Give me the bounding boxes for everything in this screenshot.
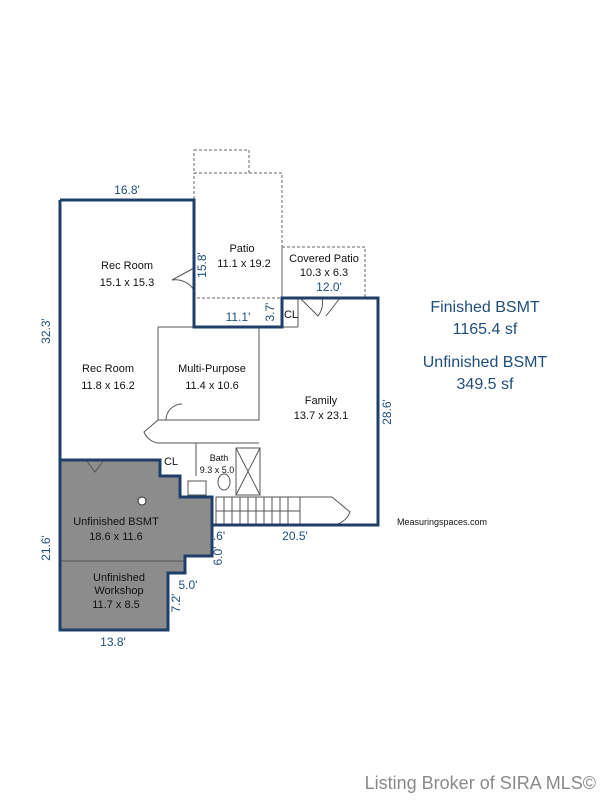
patio-step-outline <box>193 149 250 174</box>
finished-label: Finished BSMT <box>430 299 540 316</box>
stairs <box>215 496 332 526</box>
room-name-rec-lower: Rec Room <box>82 363 134 375</box>
toilet <box>217 473 231 491</box>
room-name-family: Family <box>305 395 338 407</box>
door-swing-unfinished <box>85 459 105 473</box>
dimension-patio-side: 15.8' <box>195 252 209 278</box>
door-swing-multi-b <box>165 403 183 421</box>
unfinished-label: Unfinished BSMT <box>423 354 548 371</box>
room-size-covered-patio: 10.3 x 6.3 <box>300 267 348 279</box>
door-swing-multi <box>143 419 159 444</box>
room-size-unfinished-bsmt: 18.6 x 11.6 <box>89 531 143 543</box>
room-size-rec-lower: 11.8 x 16.2 <box>81 380 135 392</box>
room-size-rec-upper: 15.1 x 15.3 <box>100 277 154 289</box>
dimension-workshop-notch: 5.0' <box>179 578 198 592</box>
dimension-left-lower: 21.6' <box>39 535 53 561</box>
dimension-patio-bottom: 11.1' <box>226 310 251 324</box>
patio-outline <box>193 172 283 299</box>
door-swing-rec-upper <box>171 267 195 291</box>
dimension-top: 16.8' <box>114 183 140 197</box>
unfinished-area <box>60 460 212 630</box>
room-size-multi-purpose: 11.4 x 10.6 <box>185 380 239 392</box>
room-name-closet-left: CL <box>164 456 178 468</box>
finished-area: 1165.4 sf <box>453 321 518 338</box>
dimension-left-upper: 32.3' <box>39 318 53 344</box>
room-name-closet-top: CL <box>284 309 298 321</box>
dimension-covered-bottom: 12.0' <box>316 280 342 294</box>
dimension-bottom-left: 13.8' <box>100 635 126 649</box>
dimension-notch-small: .6' <box>213 529 225 543</box>
room-name-covered-patio: Covered Patio <box>289 253 359 265</box>
utility-circle <box>137 496 147 506</box>
room-name-bath: Bath <box>210 453 229 463</box>
room-name-workshop-line1: Unfinished <box>93 572 145 584</box>
shower <box>235 447 261 496</box>
room-size-family: 13.7 x 23.1 <box>294 410 348 422</box>
room-name-unfinished-bsmt: Unfinished BSMT <box>73 516 159 528</box>
unfinished-boundary-walls <box>60 458 214 525</box>
listing-broker-footer: Listing Broker of SIRA MLS© <box>364 773 596 793</box>
multi-purpose-walls <box>157 327 260 421</box>
door-swing-closet <box>299 297 323 317</box>
dimension-right: 28.6' <box>380 399 394 425</box>
room-size-bath: 9.3 x 5.0 <box>200 465 235 475</box>
dimension-step: 3.7' <box>263 303 277 322</box>
dimension-notch-vertical: 6.0' <box>211 547 225 566</box>
room-name-patio: Patio <box>229 243 254 255</box>
room-name-workshop-line2: Workshop <box>94 585 143 597</box>
room-name-rec-upper: Rec Room <box>101 260 153 272</box>
dimension-workshop-side: 7.2' <box>169 594 183 613</box>
unfinished-area: 349.5 sf <box>457 376 514 393</box>
dimension-bottom-right: 20.5' <box>282 529 308 543</box>
room-size-workshop: 11.7 x 8.5 <box>92 599 140 611</box>
door-swing-family <box>325 297 341 317</box>
shower-cross-b <box>235 447 261 496</box>
room-size-patio: 11.1 x 19.2 <box>217 258 271 270</box>
door-swing-stairs <box>331 496 351 526</box>
room-name-multi-purpose: Multi-Purpose <box>178 363 246 375</box>
measuring-credit: Measuringspaces.com <box>397 517 487 527</box>
sink <box>187 480 207 496</box>
